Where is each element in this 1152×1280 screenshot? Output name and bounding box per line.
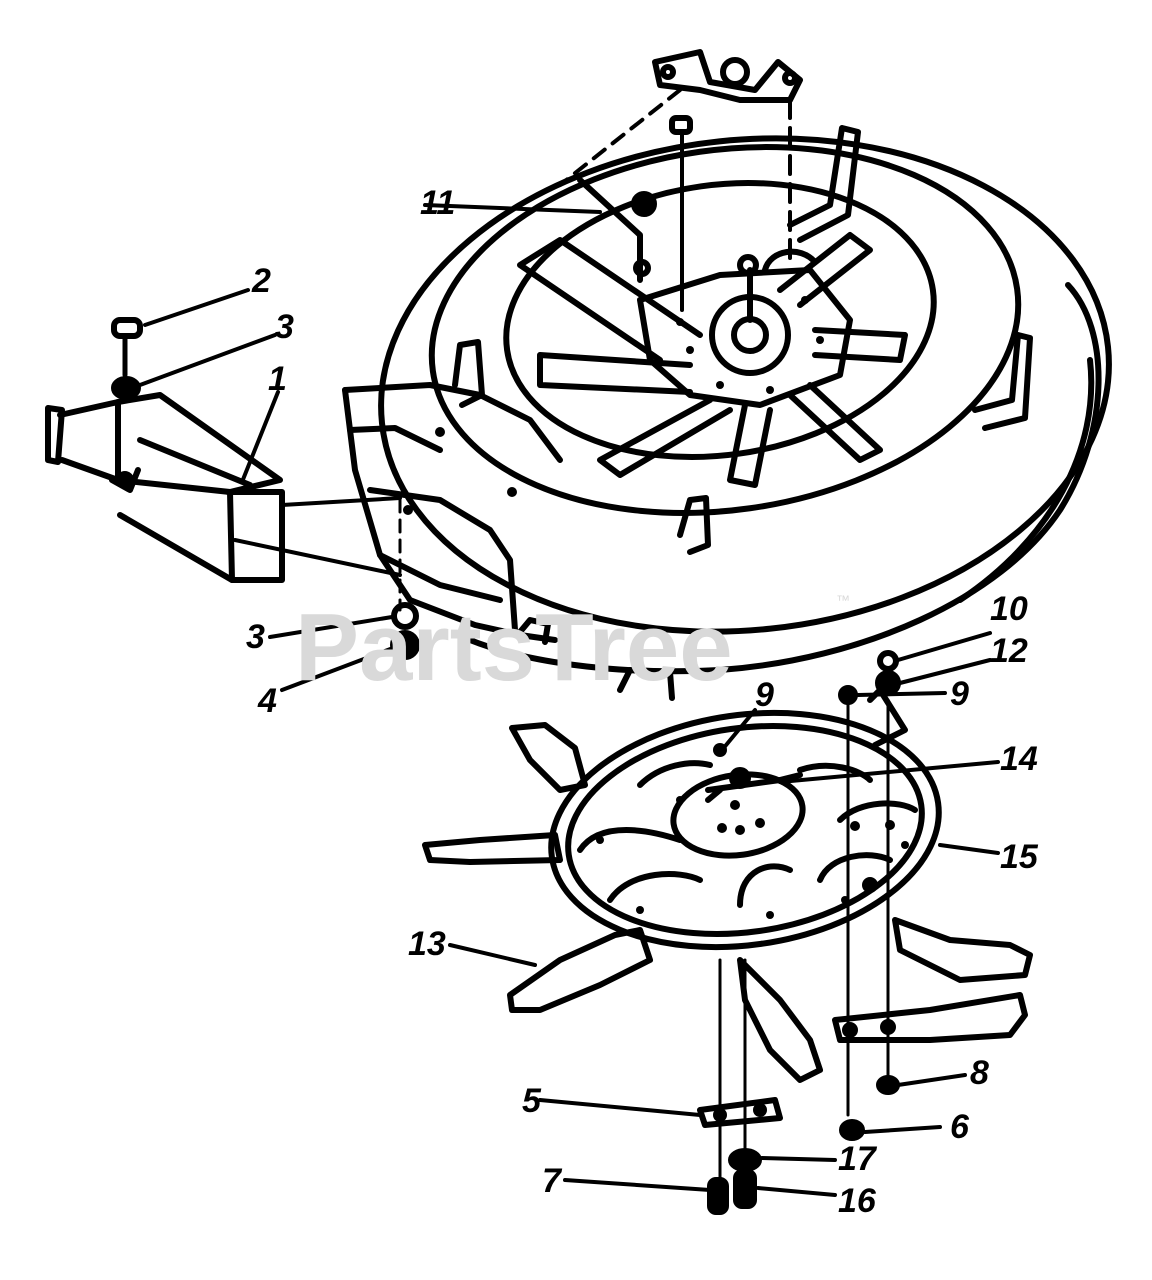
callout-15: 15 [1000,838,1039,876]
callout-5: 5 [522,1082,542,1120]
leader-lines [138,203,1000,1197]
callouts: 1 2 3 3 4 5 6 7 8 9 9 10 11 12 13 14 15 … [246,184,1039,1220]
impeller [548,709,942,951]
callout-6: 6 [950,1108,970,1146]
callout-16: 16 [838,1182,877,1220]
callout-12: 12 [990,632,1028,670]
callout-17: 17 [838,1140,878,1178]
callout-13: 13 [408,925,446,963]
watermark-tm: ™ [836,592,850,608]
deflector-part [45,317,420,660]
callout-4: 4 [257,682,277,720]
callout-2: 2 [251,262,271,300]
callout-11: 11 [420,184,455,222]
callout-8: 8 [970,1054,989,1092]
callout-14: 14 [1000,740,1038,778]
callout-1: 1 [268,360,287,398]
callout-3: 3 [246,618,265,656]
callout-3: 3 [275,308,294,346]
watermark-text: PartsTree [295,594,733,701]
callout-7: 7 [542,1162,563,1200]
hardware [697,650,901,1215]
blades [422,687,1033,1083]
blower-housing [342,49,1112,701]
callout-10: 10 [990,590,1028,628]
callout-9: 9 [950,675,969,713]
callout-9: 9 [755,676,774,714]
